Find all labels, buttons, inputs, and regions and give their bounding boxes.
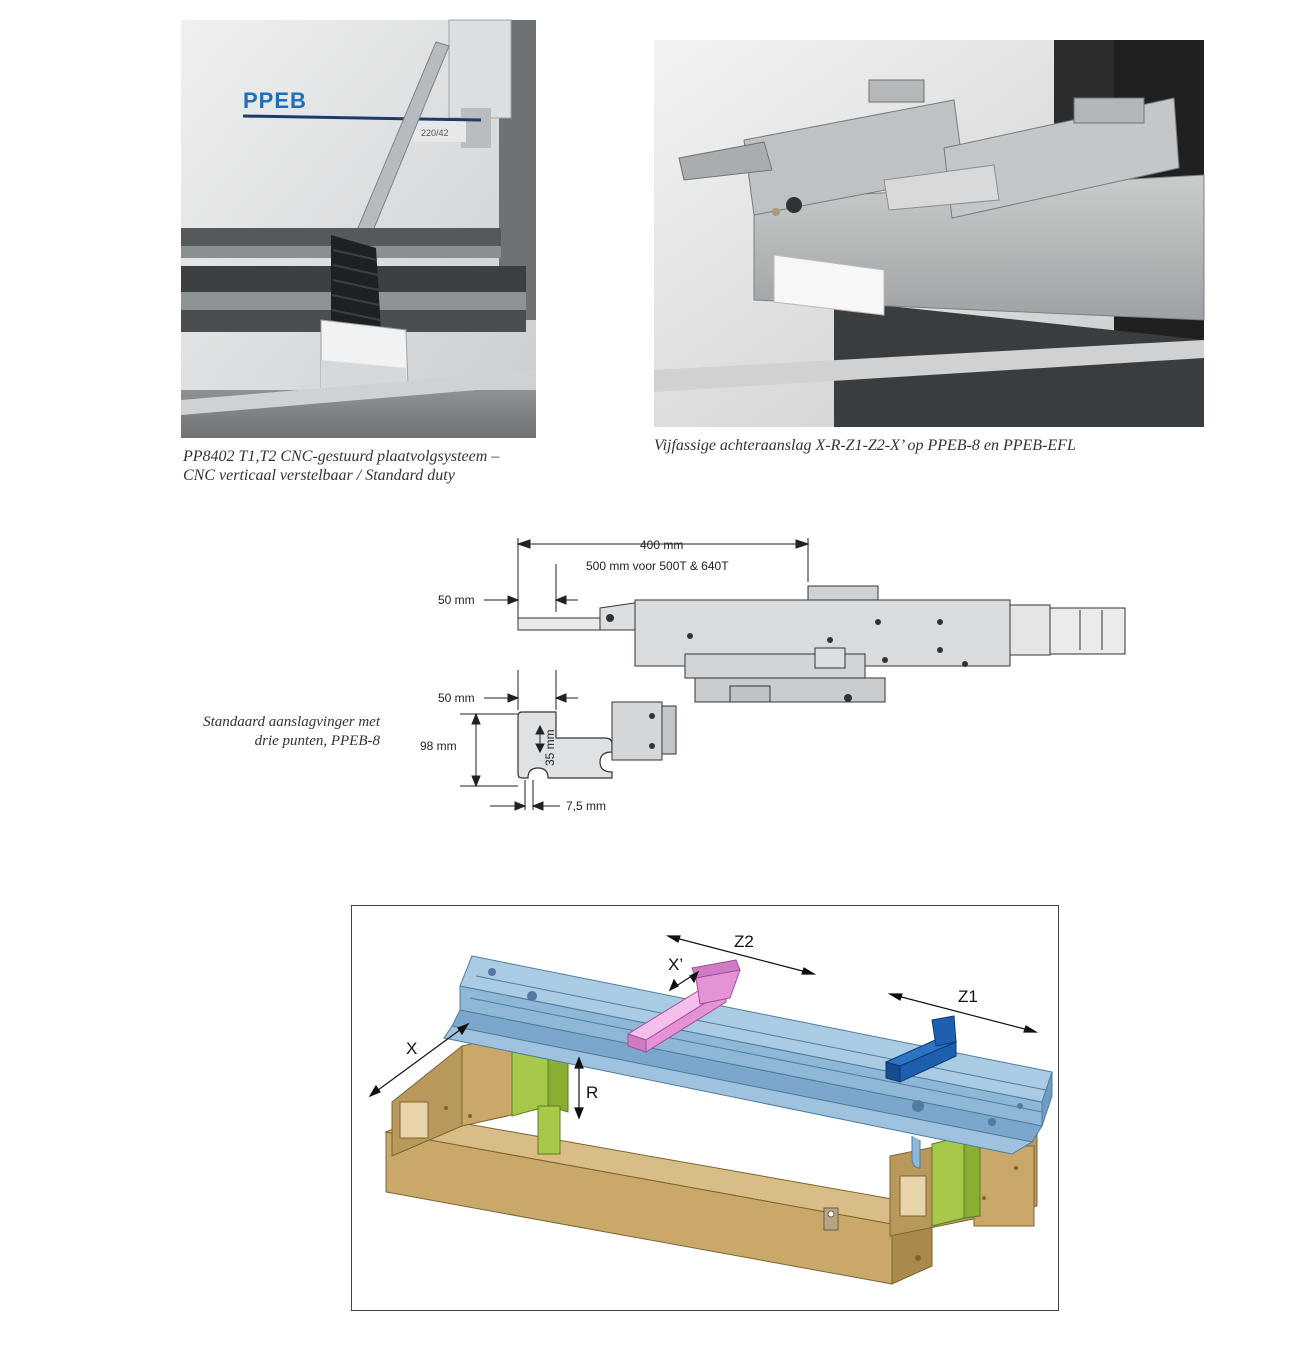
backgauge-photo [654,40,1205,427]
axis-diagram-frame: Z2 X’ Z1 X R [351,905,1059,1311]
brand-logo-text: PPEB [243,88,307,113]
cross-beam [443,955,1053,1155]
dimension-drawing: 400 mm 500 mm voor 500T & 640T 50 mm 50 … [420,530,1130,820]
finger-caption: Standaard aanslagvinger met drie punten,… [140,713,380,751]
dim-7-5-label: 7,5 mm [566,799,606,813]
dim-400-label: 400 mm [640,538,683,552]
finger-caption-line-1: Standaard aanslagvinger met [203,714,380,730]
axis-z2-label: Z2 [734,932,754,951]
model-plate-text: 220/42 [421,128,449,138]
dim-35-label: 35 mm [543,729,557,766]
axis-x-prime-label: X’ [668,955,683,974]
z1-blue-carriage [884,1015,958,1083]
dim-500-label: 500 mm voor 500T & 640T [586,559,729,573]
axis-x-label: X [406,1039,417,1058]
backgauge-illustration [654,40,1205,427]
axis-z1-label: Z1 [958,987,978,1006]
left-photo-caption: PP8402 T1,T2 CNC-gestuurd plaatvolgsyste… [183,447,563,485]
axis-r-label: R [586,1083,598,1102]
dim-98-label: 98 mm [420,739,457,753]
left-caption-line-1: PP8402 T1,T2 CNC-gestuurd plaatvolgsyste… [183,448,500,465]
dim-50-top-label: 50 mm [438,593,475,607]
press-brake-illustration: 220/42 PPEB [181,19,536,438]
base-frame [384,1025,1038,1285]
right-photo-caption: Vijfassige achteraanslag X-R-Z1-Z2-X’ op… [654,437,1076,454]
z2-pink-carriage [626,959,741,1053]
r-axis-column-right [931,1135,981,1227]
press-brake-photo: 220/42 PPEB [181,19,536,438]
backgauge-finger-dimension-drawing: 400 mm 500 mm voor 500T & 640T 50 mm 50 … [420,538,1126,813]
axis-diagram: Z2 X’ Z1 X R [368,932,1053,1285]
dim-50-bottom-label: 50 mm [438,691,475,705]
finger-caption-line-2: drie punten, PPEB-8 [254,733,380,749]
left-caption-line-2: CNC verticaal verstelbaar / Standard dut… [183,467,455,484]
